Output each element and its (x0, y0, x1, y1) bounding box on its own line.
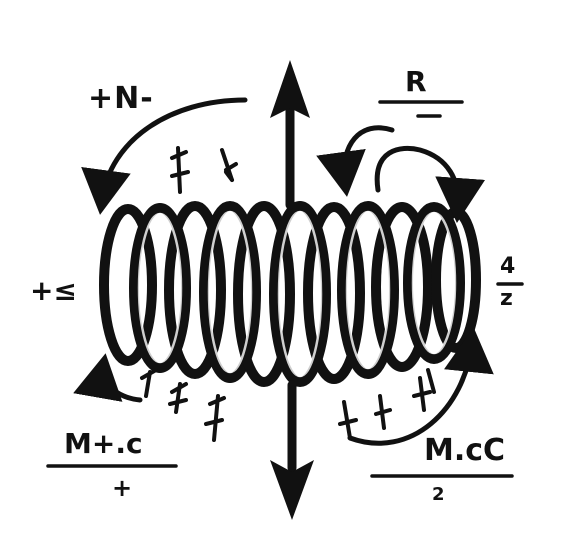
label-bottom-left-denominator: + (112, 474, 133, 502)
label-left: +≤ (30, 274, 77, 307)
arrow-up-icon (270, 60, 310, 210)
label-bottom-left-numerator: M+.c (64, 427, 143, 460)
fraction-lines (46, 100, 524, 478)
label-top-right: R (405, 65, 427, 98)
arrow-down-icon (270, 380, 314, 520)
label-bottom-right-denominator: 2 (432, 484, 445, 505)
label-top-left: +N- (88, 81, 154, 116)
label-right-denominator: z (500, 286, 513, 311)
label-right-numerator: 4 (500, 254, 516, 279)
coil-spring-icon (99, 201, 481, 387)
curved-arrow-icon (73, 97, 494, 446)
label-bottom-right-numerator: M.cC (424, 433, 506, 468)
field-marks (140, 146, 436, 442)
